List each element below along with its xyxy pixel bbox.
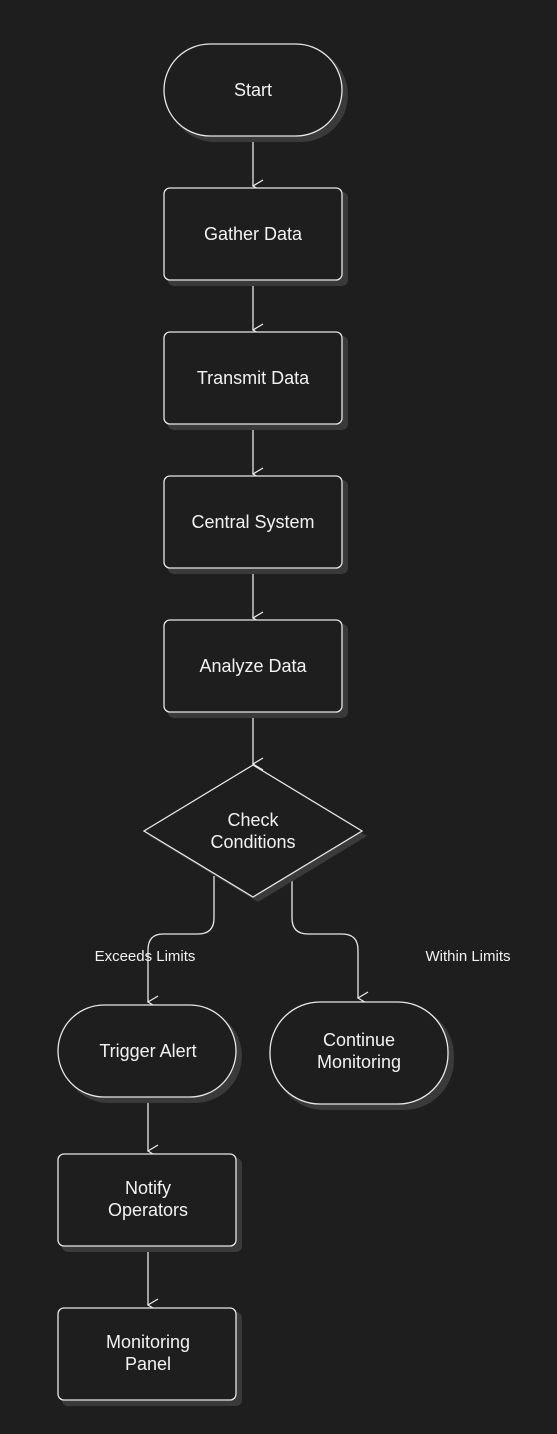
node-continue-monitoring: Continue Monitoring — [269, 1001, 454, 1110]
node-check-conditions-label-2: Conditions — [210, 832, 295, 852]
node-analyze-data: Analyze Data — [163, 619, 348, 718]
edge-check-alert — [148, 876, 215, 1002]
node-gather-data-label: Gather Data — [204, 224, 303, 244]
node-notify-operators: Notify Operators — [57, 1153, 242, 1252]
node-trigger-alert: Trigger Alert — [57, 1004, 242, 1103]
node-transmit-data-label: Transmit Data — [197, 368, 310, 388]
node-continue-monitoring-label-2: Monitoring — [317, 1052, 401, 1072]
node-monitoring-panel-label-2: Panel — [125, 1354, 171, 1374]
node-notify-operators-label-2: Operators — [108, 1200, 188, 1220]
node-start-label: Start — [234, 80, 272, 100]
node-monitoring-panel-label-1: Monitoring — [106, 1332, 190, 1352]
node-transmit-data: Transmit Data — [163, 331, 348, 430]
node-monitoring-panel: Monitoring Panel — [57, 1307, 242, 1406]
node-trigger-alert-label: Trigger Alert — [99, 1041, 196, 1061]
edges — [148, 137, 358, 1305]
edge-check-continue — [291, 876, 358, 998]
node-check-conditions: Check Conditions — [142, 764, 367, 902]
node-central-system: Central System — [163, 475, 348, 574]
edge-label-within: Within Limits — [425, 948, 510, 965]
node-continue-monitoring-label-1: Continue — [323, 1030, 395, 1050]
edge-label-exceeds: Exceeds Limits — [95, 948, 196, 965]
node-check-conditions-label-1: Check — [227, 810, 279, 830]
node-central-system-label: Central System — [191, 512, 314, 532]
node-analyze-data-label: Analyze Data — [199, 656, 307, 676]
node-start: Start — [163, 43, 348, 142]
node-gather-data: Gather Data — [163, 187, 348, 286]
node-notify-operators-label-1: Notify — [125, 1178, 171, 1198]
